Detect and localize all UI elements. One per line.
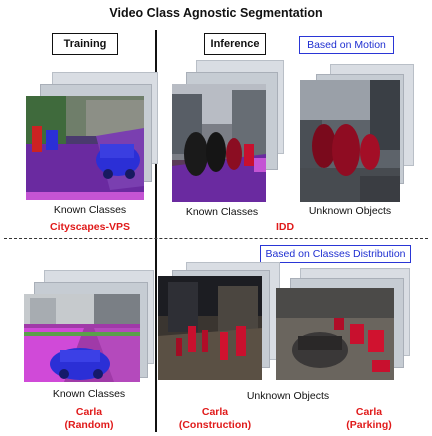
inference-header: Inference bbox=[204, 33, 266, 55]
figure-title: Video Class Agnostic Segmentation bbox=[109, 6, 323, 20]
cityscapes-segmentation-frame bbox=[26, 96, 144, 200]
training-known-classes-caption: Known Classes bbox=[53, 204, 127, 216]
based-on-motion-label: Based on Motion bbox=[299, 36, 394, 54]
cityscapes-vps-dataset-label: Cityscapes-VPS bbox=[50, 221, 130, 233]
idd-unknown-objects-frame bbox=[300, 80, 400, 202]
horizontal-dashed-divider bbox=[4, 238, 428, 239]
carla-construction-name: Carla bbox=[201, 406, 229, 418]
carla-random-name: Carla bbox=[75, 406, 103, 418]
carla-random-variant: (Random) bbox=[64, 419, 114, 431]
idd-unknown-objects-caption: Unknown Objects bbox=[308, 205, 392, 217]
carla-parking-dataset-label: Carla (Parking) bbox=[326, 406, 412, 432]
carla-construction-variant: (Construction) bbox=[178, 419, 252, 431]
idd-known-classes-frame bbox=[172, 84, 266, 202]
carla-parking-name: Carla bbox=[355, 406, 383, 418]
based-on-classes-distribution-label: Based on Classes Distribution bbox=[260, 245, 411, 263]
idd-known-classes-caption: Known Classes bbox=[185, 206, 259, 218]
carla-parking-variant: (Parking) bbox=[346, 419, 392, 431]
idd-dataset-label: IDD bbox=[275, 221, 295, 233]
carla-construction-dataset-label: Carla (Construction) bbox=[172, 406, 258, 432]
carla-construction-frame bbox=[158, 276, 262, 380]
carla-random-segmentation-frame bbox=[24, 294, 140, 382]
vertical-divider bbox=[155, 30, 157, 432]
carla-random-dataset-label: Carla (Random) bbox=[24, 406, 154, 432]
carla-parking-frame bbox=[276, 288, 394, 380]
carla-unknown-objects-caption: Unknown Objects bbox=[246, 390, 330, 402]
training-header: Training bbox=[52, 33, 118, 55]
carla-known-classes-caption: Known Classes bbox=[52, 388, 126, 400]
